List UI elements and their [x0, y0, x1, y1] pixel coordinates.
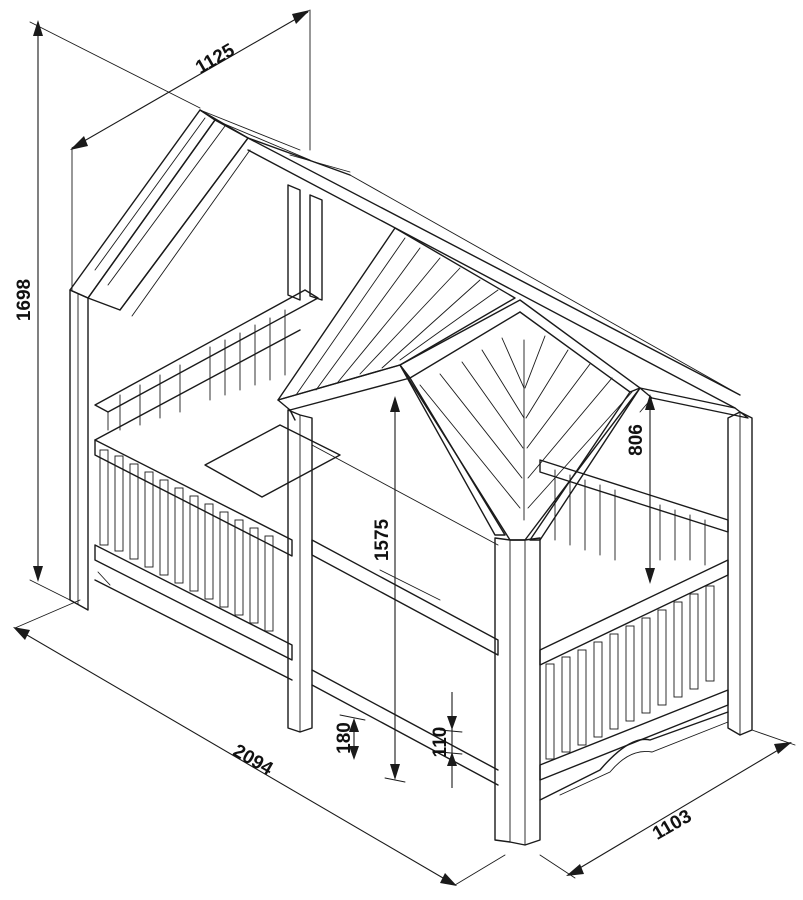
left-bed-section	[94, 289, 341, 681]
right-bed-section	[539, 459, 729, 801]
total-height-label: 1698	[14, 279, 35, 321]
middle-section	[311, 444, 499, 786]
inner-height-label: 1575	[372, 518, 393, 561]
gable-height-label: 806	[626, 424, 647, 456]
leg-clearance-label: 180	[334, 722, 355, 754]
back-roof	[69, 109, 351, 317]
length-label: 2094	[229, 741, 276, 781]
width-label: 1103	[649, 806, 695, 845]
front-posts	[287, 409, 541, 846]
dimension-labels: 1698 1125 2094 1103 1575 806 180 110	[14, 40, 695, 845]
dimension-lines	[13, 9, 796, 886]
rail-offset-label: 110	[430, 727, 451, 758]
ridge-beam	[247, 137, 741, 409]
front-roof	[277, 227, 749, 541]
roof-width-label: 1125	[192, 40, 239, 79]
